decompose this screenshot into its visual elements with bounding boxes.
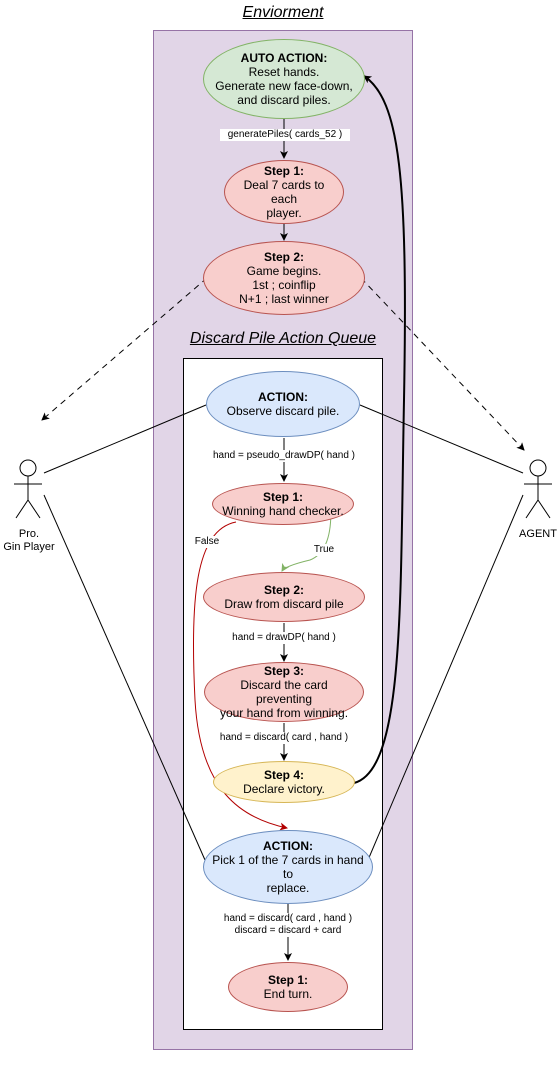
env-step2-line1: Game begins. [246, 264, 322, 278]
edge-step2-to-agent [360, 277, 525, 451]
environment-title: Enviorment [242, 4, 324, 21]
action-pick-line1: Pick 1 of the 7 cards in hand to [212, 853, 364, 881]
assoc-player-pick [43, 494, 206, 861]
env-step2-node: Step 2: Game begins. 1st ; coinflip N+1 … [203, 241, 365, 315]
env-step2-line2: 1st ; coinflip [252, 278, 316, 292]
env-step1-heading: Step 1: [263, 164, 304, 178]
action-observe-node: ACTION: Observe discard pile. [206, 371, 360, 437]
env-step1-line1: Deal 7 cards to each [243, 178, 325, 206]
assoc-agent-observe [359, 404, 524, 474]
action-pick-line2: replace. [266, 881, 310, 895]
env-step2-line3: N+1 ; last winner [239, 292, 329, 306]
edge-label-discard-hand: hand = discard( card , hand ) [209, 732, 359, 744]
step2-draw-line1: Draw from discard pile [224, 597, 344, 611]
edge-label-discard-pick-line1: hand = discard( card , hand ) [223, 913, 353, 924]
edge-true [281, 496, 332, 572]
action-observe-line1: Observe discard pile. [226, 404, 340, 418]
action-pick-node: ACTION: Pick 1 of the 7 cards in hand to… [203, 830, 373, 904]
edge-label-pseudo-draw: hand = pseudo_drawDP( hand ) [204, 450, 364, 462]
step1-end-line1: End turn. [263, 987, 313, 1001]
step3-discard-line1: Discard the card preventing [240, 678, 328, 706]
actor-agent [524, 459, 552, 519]
edge-label-discard-pick-line2: discard = discard + card [234, 925, 342, 936]
edge-label-generate-piles: generatePiles( cards_52 ) [220, 129, 350, 141]
auto-action-node: AUTO ACTION: Reset hands. Generate new f… [203, 39, 365, 119]
step4-declare-node: Step 4: Declare victory. [213, 761, 355, 803]
edge-label-true: True [310, 544, 338, 556]
action-pick-heading: ACTION: [263, 839, 313, 853]
step1-check-heading: Step 1: [262, 490, 303, 504]
auto-action-heading: AUTO ACTION: [240, 51, 328, 65]
auto-action-line2: Generate new face-down, [215, 79, 353, 93]
step1-end-node: Step 1: End turn. [228, 962, 348, 1012]
actor-pro-player-line2: Gin Player [3, 541, 55, 553]
step2-draw-node: Step 2: Draw from discard pile [203, 572, 365, 622]
step1-check-line1: Winning hand checker. [222, 504, 344, 518]
actor-pro-player [14, 459, 42, 519]
edge-declare-to-auto [353, 75, 406, 784]
step2-draw-heading: Step 2: [263, 583, 304, 597]
edge-label-discard-pick: hand = discard( card , hand ) discard = … [210, 913, 366, 937]
step1-end-heading: Step 1: [267, 973, 308, 987]
step4-declare-heading: Step 4: [263, 768, 304, 782]
actor-agent-label: AGENT [519, 528, 557, 540]
env-step2-heading: Step 2: [263, 250, 304, 264]
auto-action-line3: and discard piles. [237, 93, 331, 107]
actor-pro-player-label: Pro. Gin Player [0, 528, 58, 554]
actor-pro-player-line1: Pro. [18, 528, 40, 540]
step1-check-node: Step 1: Winning hand checker. [212, 483, 354, 525]
assoc-player-observe [43, 404, 207, 474]
queue-title: Discard Pile Action Queue [189, 330, 377, 347]
action-observe-heading: ACTION: [258, 390, 308, 404]
auto-action-line1: Reset hands. [248, 65, 320, 79]
step4-declare-line1: Declare victory. [243, 782, 325, 796]
assoc-agent-pick [367, 494, 524, 861]
env-step1-line2: player. [266, 206, 302, 220]
edge-label-draw-dp: hand = drawDP( hand ) [222, 632, 346, 644]
step3-discard-line2: your hand from winning. [219, 706, 349, 720]
step3-discard-node: Step 3: Discard the card preventing your… [204, 662, 364, 722]
edge-label-false: False [191, 536, 223, 548]
env-step1-node: Step 1: Deal 7 cards to each player. [224, 160, 344, 224]
step3-discard-heading: Step 3: [263, 664, 304, 678]
edge-step2-to-pro-player [41, 277, 208, 421]
